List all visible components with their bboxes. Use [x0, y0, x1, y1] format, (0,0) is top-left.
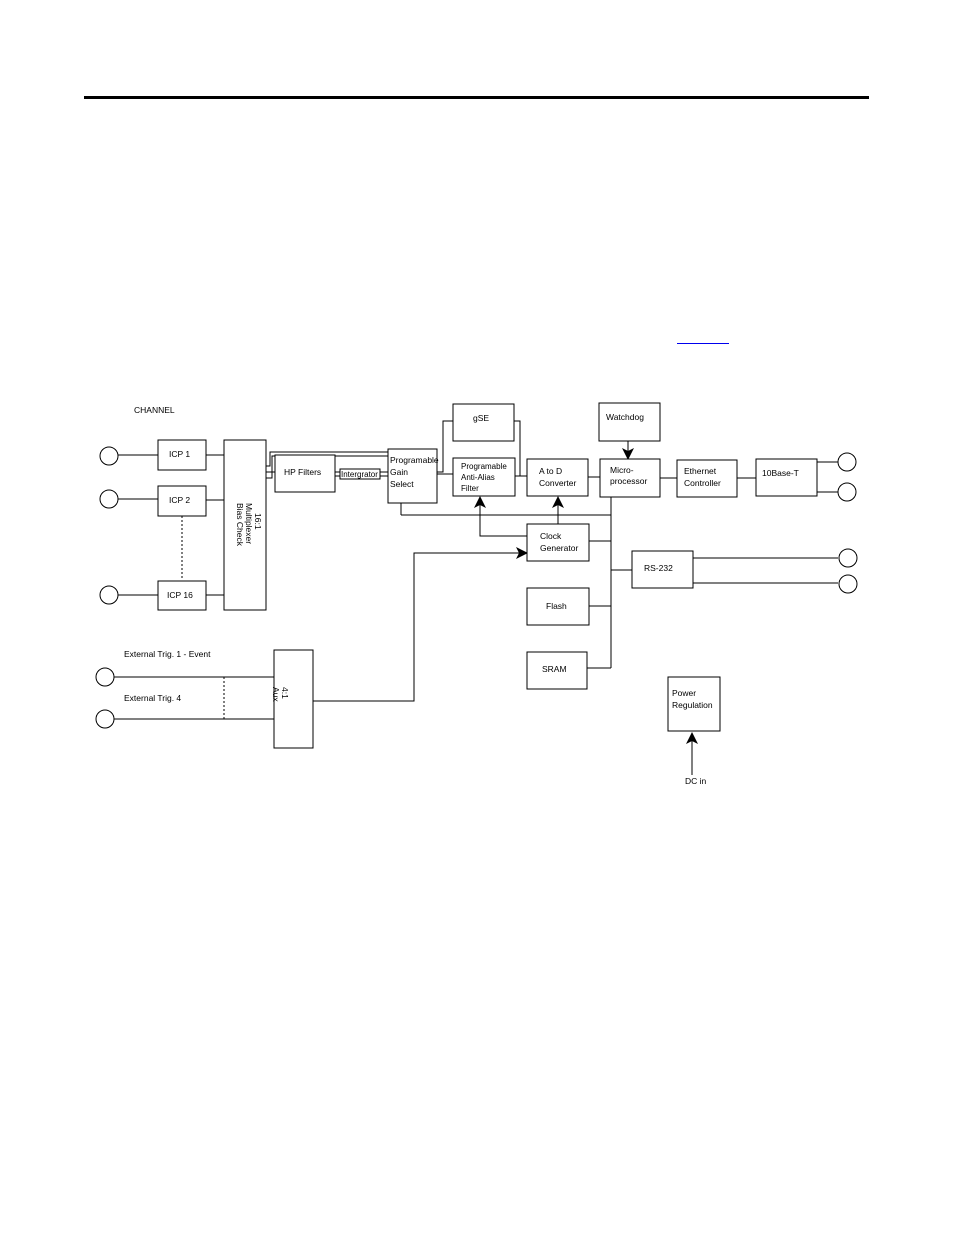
- input-connector-1: [99, 446, 119, 466]
- aux-line-1: 4:1: [280, 687, 290, 699]
- hp-filters-block: HP Filters: [274, 454, 336, 493]
- pga-line-3: Select: [390, 479, 414, 489]
- ethernet-controller-block: Ethernet Controller: [676, 459, 738, 498]
- micro-line-2: processor: [610, 476, 647, 486]
- gse-label: gSE: [473, 413, 489, 423]
- rs232-label: RS-232: [644, 563, 673, 573]
- aa-line-2: Anti-Alias: [461, 473, 495, 482]
- mux-line-3: Bias Check: [235, 503, 245, 547]
- external-trigger-4-label: External Trig. 4: [124, 693, 181, 703]
- 10base-t-block: 10Base-T: [755, 458, 818, 497]
- ethernet-connector-a: [837, 452, 857, 472]
- micro-line-1: Micro-: [610, 465, 634, 475]
- ethernet-line-2: Controller: [684, 478, 721, 488]
- sram-block: SRAM: [526, 651, 588, 690]
- header-rule: [84, 96, 869, 99]
- icp-16-block: ICP 16: [157, 580, 207, 611]
- ethernet-line-1: Ethernet: [684, 466, 717, 476]
- gse-block: gSE: [452, 403, 515, 442]
- aa-line-1: Programable: [461, 462, 507, 471]
- 10base-t-label: 10Base-T: [762, 468, 799, 478]
- adc-line-2: Converter: [539, 478, 576, 488]
- rs232-connector-a: [838, 548, 858, 568]
- aux-block: 4:1 Aux: [271, 649, 314, 749]
- input-connector-16: [99, 585, 119, 605]
- power-regulation-block: Power Regulation: [667, 676, 721, 732]
- external-trigger-1-label: External Trig. 1 - Event: [124, 649, 211, 659]
- rs232-connector-b: [838, 574, 858, 594]
- trigger-connector-1: [95, 667, 115, 687]
- aa-line-3: Filter: [461, 484, 479, 493]
- integrator-label: Intergrator: [341, 470, 378, 479]
- clock-line-2: Generator: [540, 543, 578, 553]
- flash-block: Flash: [526, 587, 590, 626]
- adc-block: A to D Converter: [526, 458, 589, 497]
- pga-line-2: Gain: [390, 467, 408, 477]
- icp-1-label: ICP 1: [169, 449, 190, 459]
- watchdog-label: Watchdog: [606, 412, 644, 422]
- power-line-1: Power: [672, 688, 696, 698]
- multiplexer-block: 16:1 Multiplexer Bias Check: [223, 439, 267, 611]
- gain-select-block: Programable Gain Select: [387, 448, 439, 504]
- pga-line-1: Programable: [390, 455, 439, 465]
- ethernet-connector-b: [837, 482, 857, 502]
- icp-16-label: ICP 16: [167, 590, 193, 600]
- aux-line-2: Aux: [271, 687, 281, 702]
- flash-label: Flash: [546, 601, 567, 611]
- connectors: [95, 446, 858, 729]
- channel-label: CHANNEL: [134, 405, 175, 415]
- hyperlink-underline[interactable]: [677, 331, 729, 344]
- watchdog-block: Watchdog: [598, 402, 661, 442]
- anti-alias-filter-block: Programable Anti-Alias Filter: [452, 457, 516, 497]
- power-line-2: Regulation: [672, 700, 713, 710]
- sram-label: SRAM: [542, 664, 567, 674]
- trigger-connector-4: [95, 709, 115, 729]
- hp-filters-label: HP Filters: [284, 467, 321, 477]
- clock-line-1: Clock: [540, 531, 562, 541]
- adc-line-1: A to D: [539, 466, 562, 476]
- icp-2-label: ICP 2: [169, 495, 190, 505]
- mux-line-2: Multiplexer: [244, 503, 254, 544]
- icp-1-block: ICP 1: [157, 439, 207, 471]
- clock-generator-block: Clock Generator: [526, 523, 590, 562]
- rs232-block: RS-232: [631, 550, 694, 589]
- microprocessor-block: Micro- processor: [599, 458, 661, 498]
- icp-2-block: ICP 2: [157, 485, 207, 517]
- integrator-block: Intergrator: [339, 468, 381, 480]
- input-connector-2: [99, 489, 119, 509]
- mux-line-1: 16:1: [253, 513, 263, 530]
- dc-in-label: DC in: [685, 776, 707, 786]
